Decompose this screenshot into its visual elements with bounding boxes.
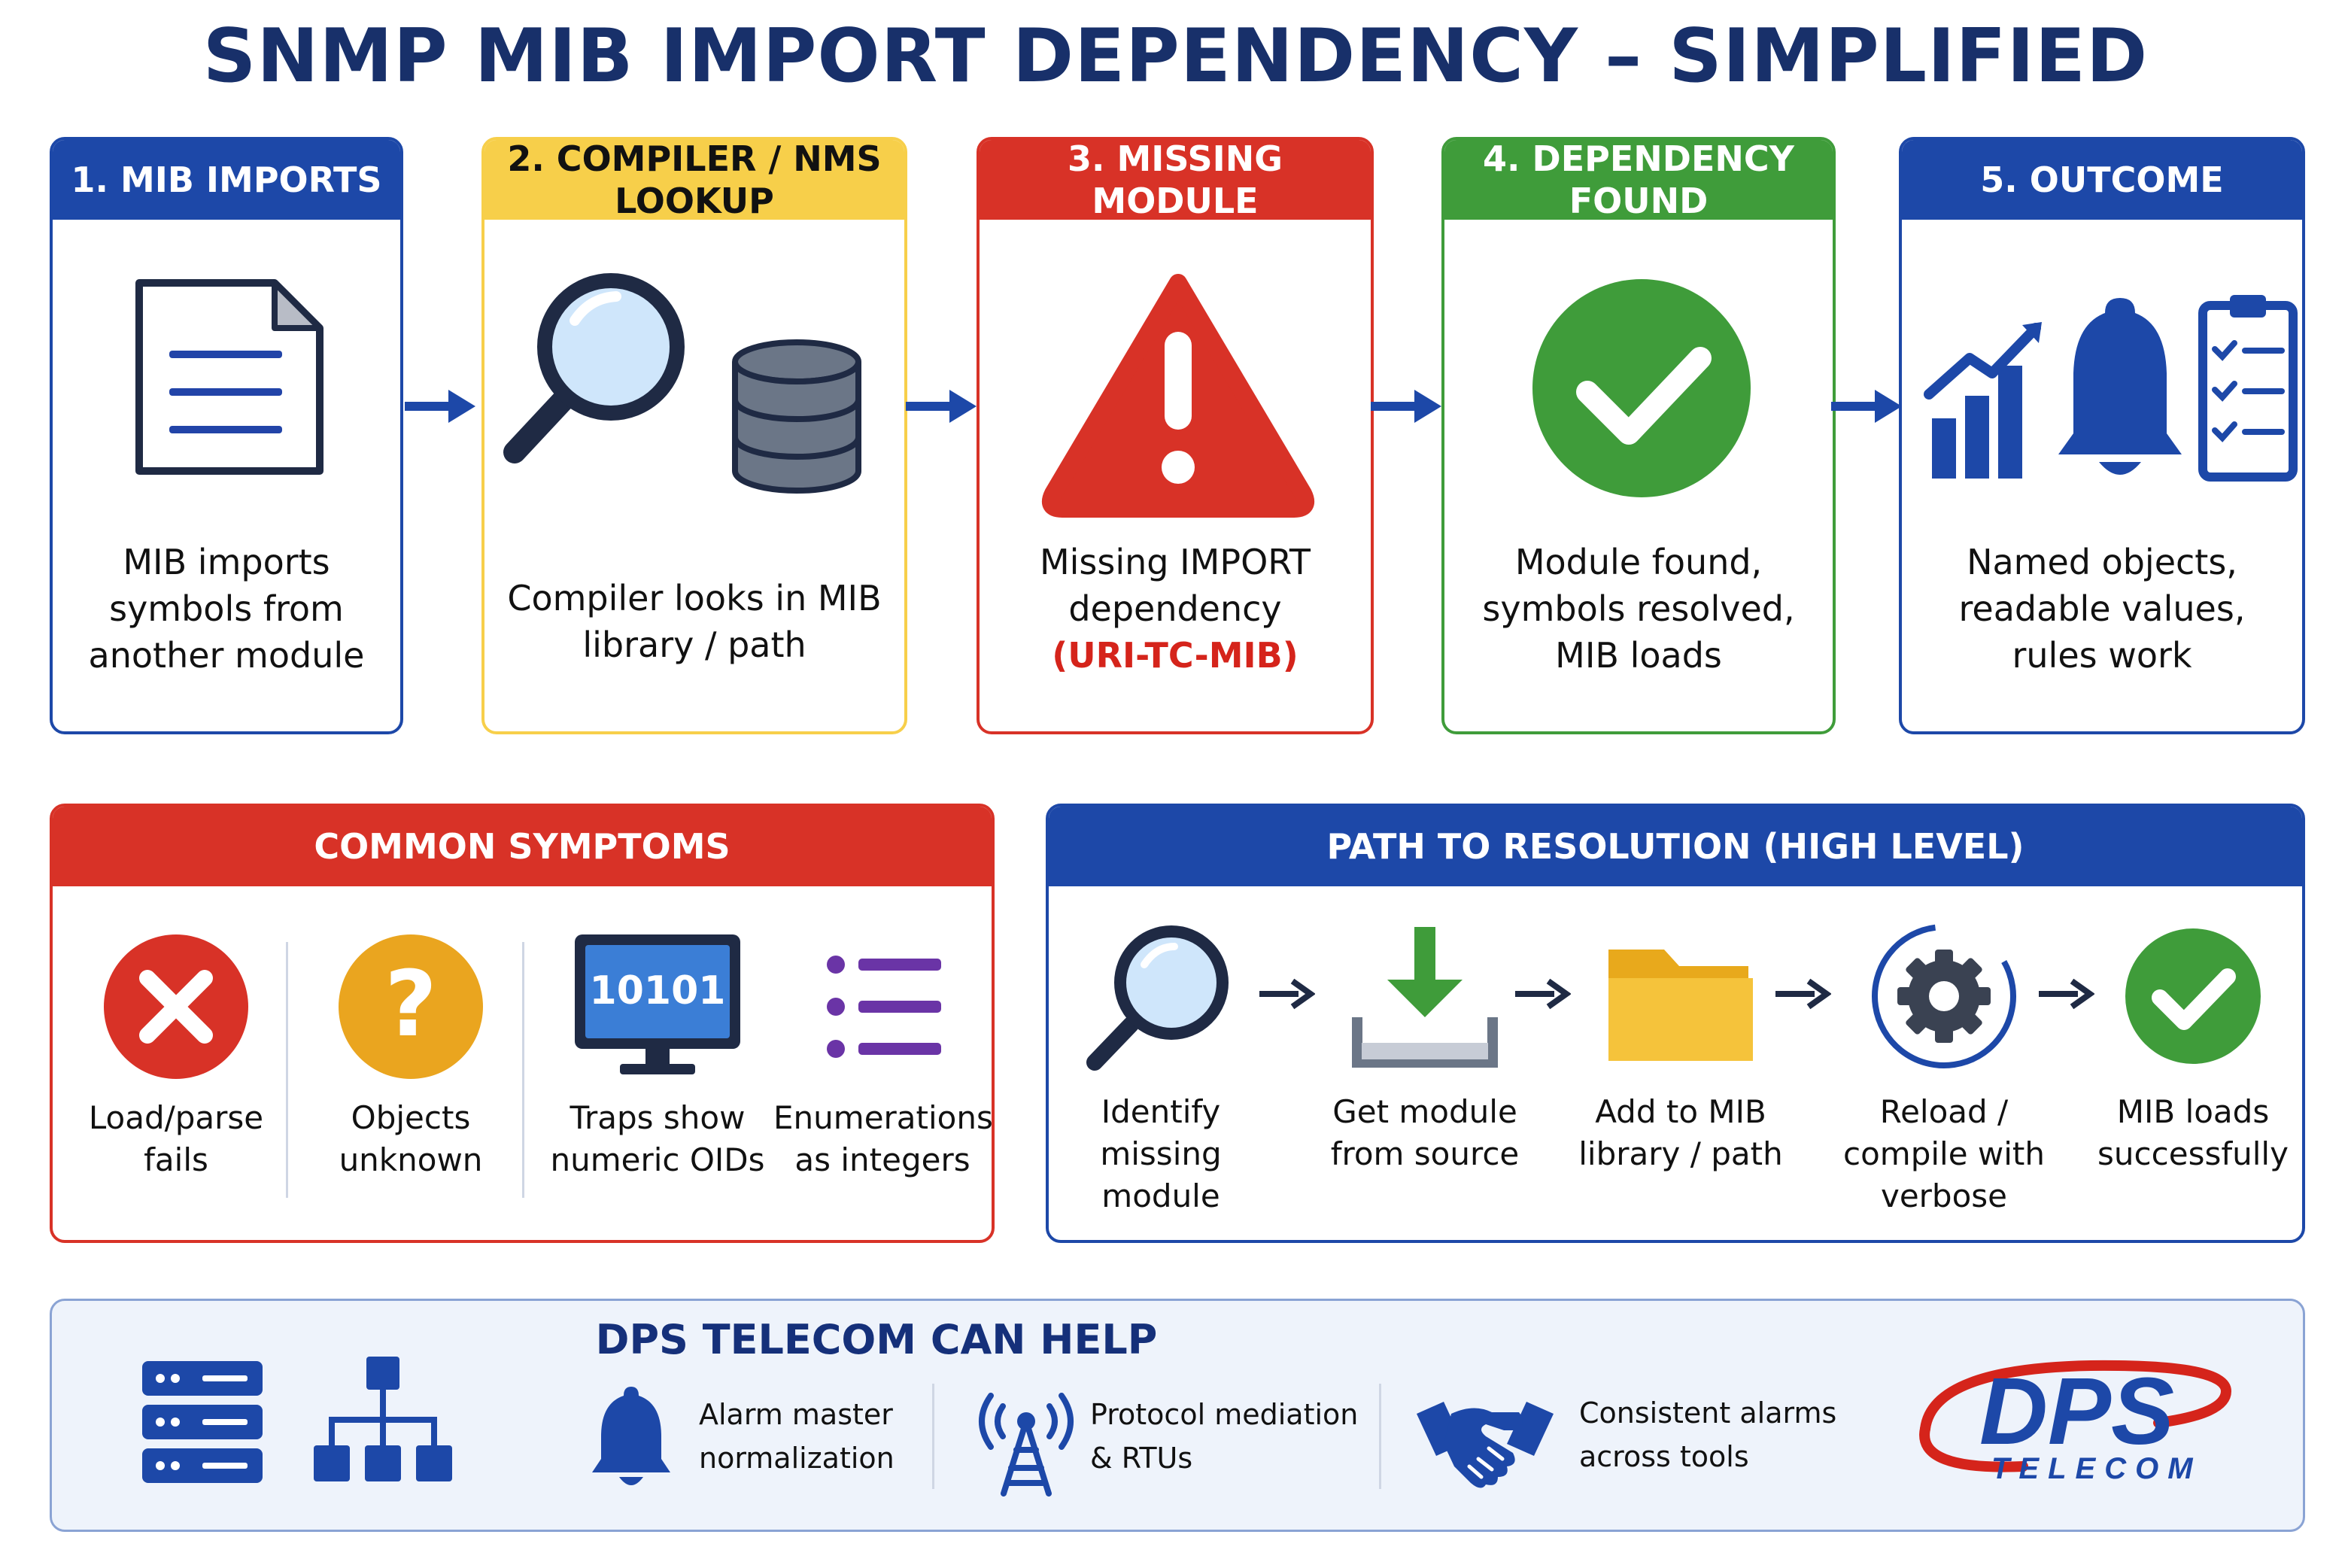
help-feature-label: Consistent alarms across tools bbox=[1579, 1396, 1837, 1473]
flow-arrow-icon bbox=[1259, 978, 1315, 1010]
resolution-panel: PATH TO RESOLUTION (HIGH LEVEL) Identify… bbox=[1046, 804, 2305, 1243]
step-header: 5. OUTCOME bbox=[1902, 140, 2302, 220]
symptom-label: Traps show numeric OIDs bbox=[550, 1099, 765, 1178]
step-header: 4. DEPENDENCY FOUND bbox=[1444, 140, 1833, 221]
flow-arrow-icon bbox=[1371, 390, 1441, 423]
chart-bell-clipboard-icon bbox=[1924, 295, 2298, 482]
step-card-5: 5. OUTCOME Named objects, readable value… bbox=[1899, 137, 2305, 734]
step-card-2: 2. COMPILER / NMS LOOKUP Compiler looks … bbox=[481, 137, 907, 734]
dps-telecom-logo: DPS TELECOM bbox=[1919, 1358, 2232, 1485]
symptom-label: Objects unknown bbox=[339, 1099, 483, 1178]
step-description: Module found, symbols resolved, MIB load… bbox=[1482, 542, 1795, 676]
flow-arrow-icon bbox=[1515, 978, 1571, 1010]
flow-arrow-icon bbox=[1831, 390, 1902, 423]
svg-text:?: ? bbox=[384, 953, 437, 1057]
symptom-item: Load/parse fails bbox=[63, 931, 289, 1181]
symptom-item: ? Objects unknown bbox=[298, 931, 524, 1181]
help-feature-label: Alarm master normalization bbox=[699, 1398, 895, 1475]
gear-icon bbox=[1872, 924, 2016, 1068]
download-icon bbox=[1352, 927, 1498, 1068]
step-description: Named objects, readable values, rules wo… bbox=[1958, 542, 2246, 676]
resolution-step-label: MIB loads successfully bbox=[2097, 1093, 2289, 1172]
step-card-1: 1. MIB IMPORTS MIB imports symbols from … bbox=[50, 137, 403, 734]
symptom-label: Load/parse fails bbox=[88, 1099, 264, 1178]
check-circle-icon bbox=[1532, 279, 1751, 497]
network-hierarchy-icon bbox=[314, 1357, 452, 1481]
symptom-item: Enumerations as integers bbox=[773, 931, 992, 1181]
divider bbox=[522, 942, 524, 1198]
resolution-step: Get module from source bbox=[1312, 919, 1538, 1175]
question-icon: ? bbox=[339, 934, 483, 1079]
magnifier-database-icon bbox=[503, 273, 861, 494]
resolution-step-label: Add to MIB library / path bbox=[1578, 1093, 1783, 1172]
flow-arrow-icon bbox=[2039, 978, 2094, 1010]
help-feature-label: Protocol mediation & RTUs bbox=[1090, 1398, 1359, 1475]
resolution-step: Identify missing module bbox=[1059, 919, 1262, 1217]
resolution-step: Add to MIB library / path bbox=[1568, 919, 1794, 1175]
step-description: MIB imports symbols from another module bbox=[88, 542, 365, 676]
step-description: Missing IMPORT dependency (URI-TC-MIB) bbox=[995, 539, 1356, 679]
server-rack-icon bbox=[142, 1361, 263, 1483]
flow-arrow-icon bbox=[1775, 978, 1831, 1010]
monitor-binary-icon: 10101 bbox=[575, 934, 740, 1074]
missing-module-name: (URI-TC-MIB) bbox=[1052, 635, 1299, 676]
step-description: Compiler looks in MIB library / path bbox=[507, 578, 882, 665]
step-card-3: 3. MISSING MODULE Missing IMPORT depende… bbox=[977, 137, 1374, 734]
divider bbox=[932, 1384, 934, 1489]
list-icon bbox=[827, 956, 941, 1058]
logo-text: DPS bbox=[1979, 1358, 2174, 1464]
warning-icon bbox=[1042, 274, 1314, 518]
handshake-icon bbox=[1417, 1402, 1554, 1488]
step-card-4: 4. DEPENDENCY FOUND Module found, symbol… bbox=[1441, 137, 1836, 734]
help-banner: DPS TELECOM CAN HELP Alarm master normal… bbox=[50, 1299, 2305, 1532]
symptoms-panel: COMMON SYMPTOMS Load/parse fails ? Objec… bbox=[50, 804, 995, 1243]
resolution-step: Reload / compile with verbose bbox=[1816, 919, 2072, 1217]
resolution-step-label: Reload / compile with verbose bbox=[1843, 1093, 2045, 1214]
page-title: SNMP MIB IMPORT DEPENDENCY – SIMPLIFIED bbox=[202, 14, 2149, 99]
resolution-header: PATH TO RESOLUTION (HIGH LEVEL) bbox=[1049, 807, 2302, 886]
step-header: 3. MISSING MODULE bbox=[980, 140, 1371, 221]
symptom-label: Enumerations as integers bbox=[773, 1099, 993, 1178]
monitor-screen-text: 10101 bbox=[590, 968, 726, 1013]
logo-subtext: TELECOM bbox=[1991, 1452, 2202, 1485]
help-title: DPS TELECOM CAN HELP bbox=[595, 1316, 1158, 1363]
resolution-step-label: Get module from source bbox=[1330, 1093, 1520, 1172]
flow-arrow-icon bbox=[906, 390, 977, 423]
step-description-text: Missing IMPORT dependency bbox=[1039, 542, 1311, 629]
divider bbox=[286, 942, 288, 1198]
bell-icon bbox=[592, 1387, 670, 1485]
step-header: 2. COMPILER / NMS LOOKUP bbox=[484, 140, 904, 221]
error-x-icon bbox=[104, 934, 248, 1079]
radio-tower-icon bbox=[979, 1393, 1074, 1497]
flow-arrow-icon bbox=[405, 390, 475, 423]
symptom-item: 10101 Traps show numeric OIDs bbox=[545, 931, 770, 1181]
check-circle-icon bbox=[2125, 928, 2261, 1064]
resolution-step: MIB loads successfully bbox=[2084, 919, 2302, 1175]
divider bbox=[1379, 1384, 1381, 1489]
search-icon bbox=[1086, 925, 1229, 1071]
document-icon bbox=[135, 279, 323, 475]
folder-icon bbox=[1608, 950, 1753, 1061]
symptoms-header: COMMON SYMPTOMS bbox=[53, 807, 992, 886]
step-header: 1. MIB IMPORTS bbox=[53, 140, 400, 220]
resolution-step-label: Identify missing module bbox=[1100, 1093, 1222, 1214]
